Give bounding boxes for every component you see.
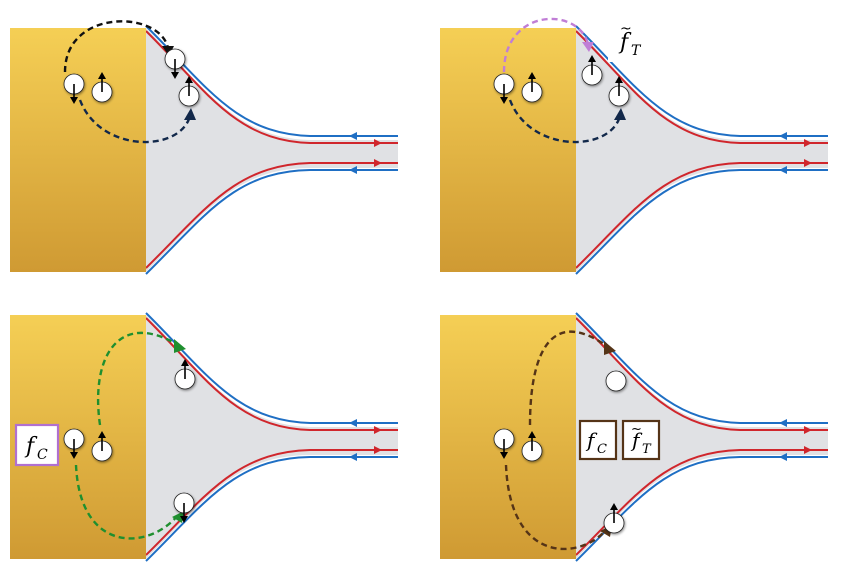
label-subscript: T xyxy=(642,442,652,457)
lower-edge-blue xyxy=(145,456,398,562)
particle-spin-down xyxy=(164,48,186,79)
lower-edge-red xyxy=(145,162,398,269)
transfer-path-upper xyxy=(528,330,609,426)
contact-reservoir xyxy=(440,28,576,272)
particle-spin-up xyxy=(608,76,630,107)
label-subscript: C xyxy=(37,447,48,463)
particle-spin-up xyxy=(603,503,625,534)
edge-arrow-left xyxy=(349,166,357,174)
transfer-path-upper xyxy=(63,20,170,73)
particle-spin-up xyxy=(91,72,113,103)
edge-arrow-right xyxy=(374,426,382,434)
upper-edge-blue xyxy=(145,312,398,424)
particle-spin-down xyxy=(63,428,85,459)
path-arrowhead xyxy=(604,341,616,355)
edge-arrow-left xyxy=(349,419,357,427)
path-arrowhead xyxy=(162,46,174,56)
transfer-path-lower xyxy=(78,99,192,144)
panel-bottom-right: f C f T ~ xyxy=(440,312,828,562)
channel-region xyxy=(146,315,398,559)
particle-spin-down xyxy=(493,428,515,459)
channel xyxy=(145,312,398,562)
particle-spin-up xyxy=(581,55,603,86)
label-box-f-tilde-t: f T ~ xyxy=(621,419,661,461)
path-arrowhead xyxy=(184,108,196,120)
particle-spin-up xyxy=(521,72,543,103)
path-arrowhead xyxy=(174,339,186,353)
edge-arrow-right xyxy=(374,139,382,147)
edge-arrow-right xyxy=(804,139,812,147)
particle-spin-down xyxy=(493,73,515,104)
panel-top-right: f T ~ xyxy=(440,17,828,275)
transfer-path-upper xyxy=(502,17,590,73)
particle-spin-down xyxy=(63,73,85,104)
edge-arrow-right xyxy=(804,446,812,454)
path-arrowhead xyxy=(614,108,626,120)
particle-spin-none xyxy=(605,370,627,392)
edge-arrow-left xyxy=(779,453,787,461)
particle-spin-up xyxy=(521,431,543,462)
transfer-path-upper xyxy=(96,331,179,426)
upper-edge-red xyxy=(575,30,828,144)
channel-region xyxy=(146,28,398,272)
lower-edge-red xyxy=(575,162,828,269)
lower-edge-red xyxy=(145,449,398,556)
path-arrowhead xyxy=(582,42,594,52)
tilde-accent: ~ xyxy=(631,422,642,437)
particle-spin-down xyxy=(173,492,195,523)
channel-region xyxy=(576,28,828,272)
lower-edge-red xyxy=(575,449,828,556)
edge-arrow-left xyxy=(779,132,787,140)
label-box-f-c: f C xyxy=(14,423,60,467)
panel-top-left xyxy=(10,20,398,275)
channel-region xyxy=(576,315,828,559)
upper-edge-blue xyxy=(575,25,828,137)
edge-arrow-right xyxy=(374,446,382,454)
transfer-path-lower xyxy=(504,464,607,551)
channel xyxy=(575,25,828,275)
edge-arrow-left xyxy=(779,166,787,174)
lower-edge-blue xyxy=(575,456,828,562)
channel xyxy=(145,25,398,275)
label-subscript: C xyxy=(597,442,607,457)
path-arrowhead xyxy=(172,511,184,523)
label-box-f-tilde-t: f T ~ xyxy=(608,18,650,62)
label-box-f-c: f C xyxy=(578,419,618,461)
upper-edge-blue xyxy=(575,312,828,424)
label-subscript: T xyxy=(631,43,642,59)
edge-arrow-right xyxy=(804,159,812,167)
particle-spin-up xyxy=(178,76,200,107)
edge-arrow-right xyxy=(374,159,382,167)
edge-arrow-right xyxy=(804,426,812,434)
particle-spin-up xyxy=(174,359,196,390)
edge-arrow-left xyxy=(349,132,357,140)
transfer-path-lower xyxy=(508,99,622,144)
edge-arrow-left xyxy=(349,453,357,461)
lower-edge-blue xyxy=(145,169,398,275)
particle-spin-up xyxy=(91,431,113,462)
tilde-accent: ~ xyxy=(620,21,632,37)
panel-bottom-left: f C xyxy=(10,312,398,562)
lower-edge-blue xyxy=(575,169,828,275)
edge-arrow-left xyxy=(779,419,787,427)
contact-reservoir xyxy=(10,28,146,272)
